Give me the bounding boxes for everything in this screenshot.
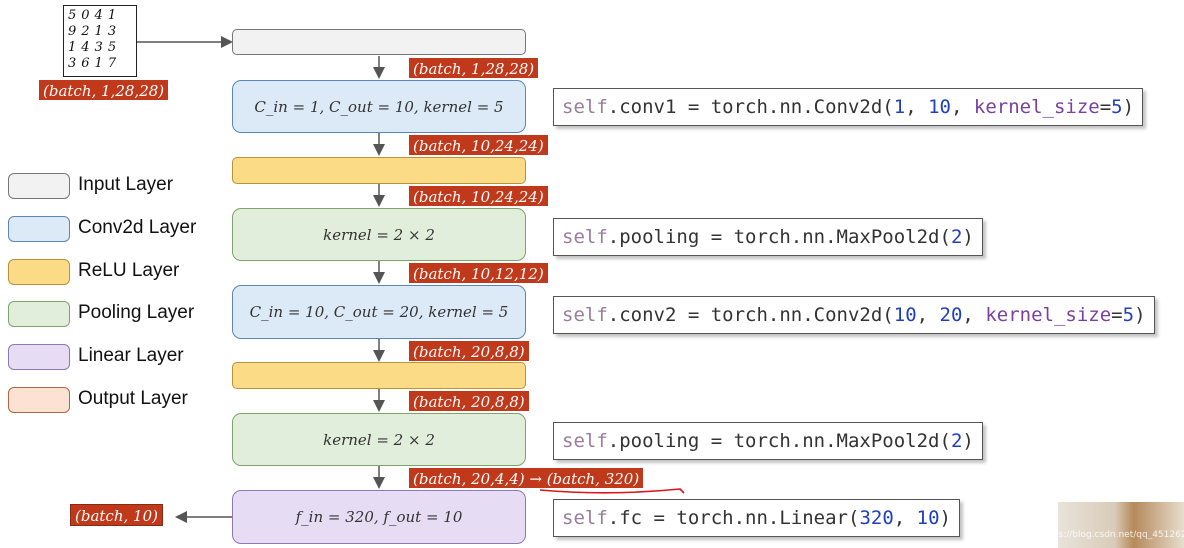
conv2-params: C_in = 10, C_out = 20, kernel = 5 bbox=[249, 303, 509, 321]
legend-label-conv2d: Conv2d Layer bbox=[78, 217, 197, 238]
webcam-thumbnail bbox=[1058, 502, 1184, 548]
code-text: .pooling = torch.nn.MaxPool2d( bbox=[607, 430, 951, 452]
shape-tag-2: (batch, 10,24,24) bbox=[408, 134, 549, 156]
code-arg: 20 bbox=[939, 304, 963, 326]
legend-swatch-pooling bbox=[8, 301, 70, 327]
shape-tag-7: (batch, 20,4,4) → (batch, 320) bbox=[408, 467, 645, 489]
code-arg: 2 bbox=[950, 226, 963, 248]
code-arg: 1 bbox=[893, 96, 906, 118]
code-arg: 320 bbox=[859, 507, 894, 529]
code-pool2: self.pooling = torch.nn.MaxPool2d(2) bbox=[553, 422, 983, 460]
code-self: self bbox=[562, 507, 608, 529]
legend-swatch-output bbox=[8, 387, 70, 413]
code-self: self bbox=[562, 96, 608, 118]
code-text: .conv1 = torch.nn.Conv2d( bbox=[607, 96, 894, 118]
shape-tag-1: (batch, 1,28,28) bbox=[408, 57, 540, 79]
legend-swatch-conv2d bbox=[8, 216, 70, 242]
relu1-layer-block bbox=[232, 157, 526, 184]
digit-row: 1435 bbox=[68, 40, 122, 55]
legend-label-linear: Linear Layer bbox=[78, 345, 184, 366]
mnist-digits-image: 5041 9213 1435 3617 bbox=[63, 5, 137, 77]
code-text: .pooling = torch.nn.MaxPool2d( bbox=[607, 226, 951, 248]
legend-swatch-relu bbox=[8, 259, 70, 285]
code-conv1: self.conv1 = torch.nn.Conv2d(1, 10, kern… bbox=[553, 88, 1144, 126]
legend-swatch-linear bbox=[8, 344, 70, 370]
input-shape-label: (batch, 1,28,28) bbox=[38, 79, 170, 101]
conv1-params: C_in = 1, C_out = 10, kernel = 5 bbox=[254, 97, 504, 116]
code-arg: 5 bbox=[1111, 96, 1123, 118]
input-layer-block bbox=[232, 29, 526, 55]
digit-row: 5041 bbox=[68, 8, 122, 23]
pool1-layer-block: kernel = 2 × 2 bbox=[232, 208, 526, 261]
code-self: self bbox=[562, 226, 608, 248]
code-arg: 2 bbox=[950, 430, 963, 452]
digit-row: 3617 bbox=[68, 56, 122, 71]
digit-row: 9213 bbox=[68, 24, 122, 39]
code-arg: 10 bbox=[893, 304, 917, 326]
legend-swatch-input bbox=[8, 173, 70, 199]
underline-reshape bbox=[539, 488, 685, 494]
legend-label-pooling: Pooling Layer bbox=[78, 302, 195, 323]
pool2-layer-block: kernel = 2 × 2 bbox=[232, 413, 526, 466]
fc-layer-block: f_in = 320, f_out = 10 bbox=[232, 490, 526, 544]
code-arg: 10 bbox=[928, 96, 951, 118]
conv2-layer-block: C_in = 10, C_out = 20, kernel = 5 bbox=[232, 285, 526, 339]
pool2-params: kernel = 2 × 2 bbox=[323, 430, 435, 449]
code-arg: 10 bbox=[916, 507, 940, 529]
shape-tag-3: (batch, 10,24,24) bbox=[408, 185, 549, 207]
legend-label-output: Output Layer bbox=[78, 388, 188, 409]
code-text: .conv2 = torch.nn.Conv2d( bbox=[607, 304, 894, 326]
pool1-params: kernel = 2 × 2 bbox=[323, 225, 435, 244]
output-shape-label: (batch, 10) bbox=[70, 504, 163, 526]
legend-label-relu: ReLU Layer bbox=[78, 260, 180, 281]
code-self: self bbox=[562, 304, 608, 326]
watermark: https://blog.csdn.net/qq_45126256 bbox=[1040, 530, 1184, 540]
code-arg: 5 bbox=[1122, 304, 1135, 326]
conv1-layer-block: C_in = 1, C_out = 10, kernel = 5 bbox=[232, 80, 526, 133]
code-kwarg: kernel_size bbox=[973, 96, 1100, 118]
code-conv2: self.conv2 = torch.nn.Conv2d(10, 20, ker… bbox=[553, 296, 1155, 334]
legend-label-input: Input Layer bbox=[78, 174, 174, 195]
code-text: .fc = torch.nn.Linear( bbox=[607, 507, 860, 529]
shape-tag-5: (batch, 20,8,8) bbox=[408, 340, 530, 362]
code-fc: self.fc = torch.nn.Linear(320, 10) bbox=[553, 499, 960, 537]
shape-tag-4: (batch, 10,12,12) bbox=[408, 262, 549, 284]
code-kwarg: kernel_size bbox=[985, 304, 1112, 326]
shape-tag-6: (batch, 20,8,8) bbox=[408, 390, 530, 412]
code-self: self bbox=[562, 430, 608, 452]
fc-params: f_in = 320, f_out = 10 bbox=[295, 508, 463, 526]
relu2-layer-block bbox=[232, 362, 526, 389]
code-pool1: self.pooling = torch.nn.MaxPool2d(2) bbox=[553, 218, 983, 256]
